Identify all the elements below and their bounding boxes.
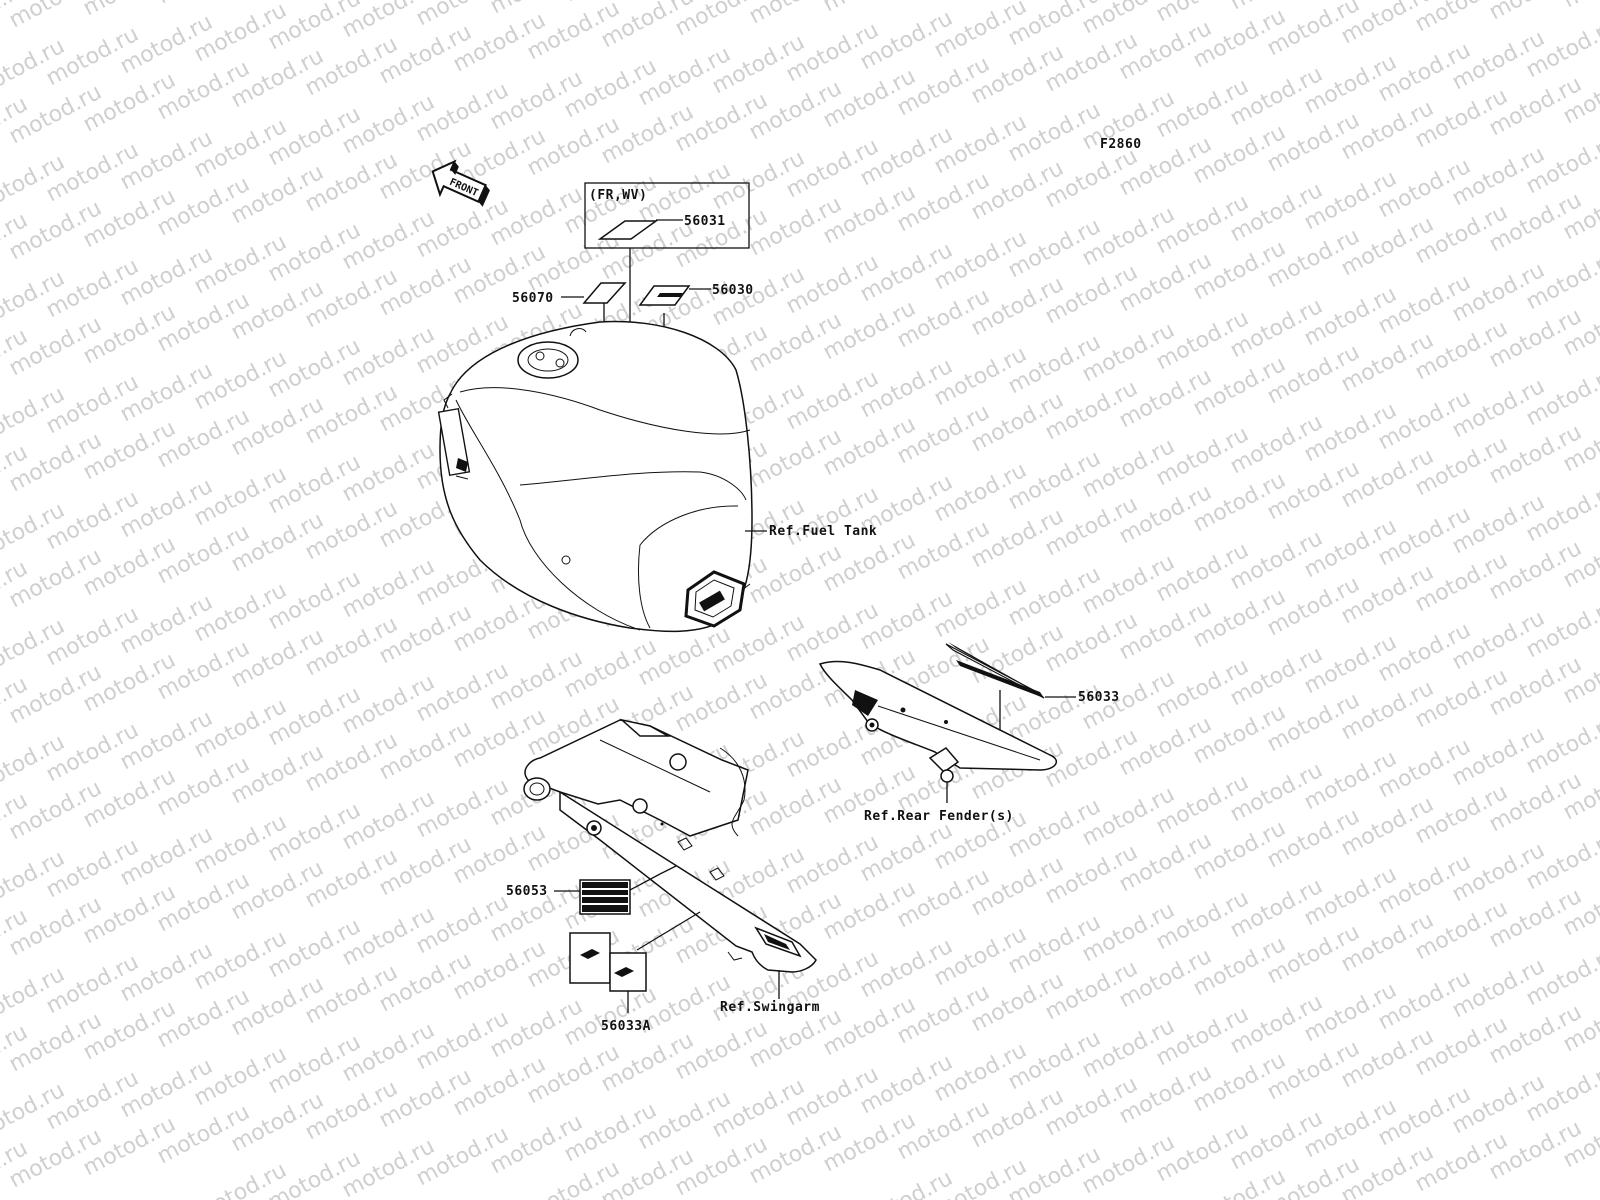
part-56033: 56033: [1078, 690, 1120, 705]
label-56053-decal: [579, 879, 631, 915]
region-note: (FR,WV): [589, 188, 647, 203]
diagram-code: F2860: [1100, 137, 1142, 152]
label-56031-decal: [597, 220, 659, 240]
label-56033a-decal: [569, 932, 647, 992]
part-56053: 56053: [506, 884, 548, 899]
part-56031: 56031: [684, 214, 726, 229]
ref-swingarm: Ref.Swingarm: [720, 1000, 820, 1015]
part-56030: 56030: [712, 283, 754, 298]
region-box-fr-wv: (FR,WV) 56031: [584, 182, 750, 408]
watermark-text: motod.ru: [1596, 1162, 1600, 1200]
fuel-tank-drawing: [437, 320, 753, 633]
ref-fuel-tank: Ref.Fuel Tank: [769, 524, 877, 539]
swingarm-drawing: [523, 718, 817, 973]
part-56070: 56070: [512, 291, 554, 306]
watermark-text: motod.ru: [1559, 0, 1600, 13]
chain-guard-drawing: [818, 660, 1058, 783]
part-56033a: 56033A: [601, 1019, 651, 1034]
ref-rear-fender: Ref.Rear Fender(s): [864, 809, 1014, 824]
watermark-text: motod.ru: [153, 0, 254, 9]
watermark-text: motod.ru: [893, 0, 994, 5]
label-56070-decal: [582, 282, 627, 304]
